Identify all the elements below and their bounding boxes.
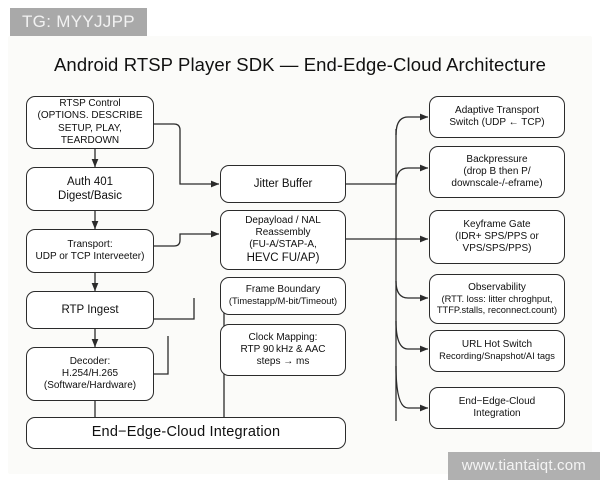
node-clock-mapping[interactable]: Clock Mapping: RTP 90 kHz & AAC steps → … bbox=[220, 324, 346, 376]
node-jitter-buffer[interactable]: Jitter Buffer bbox=[220, 165, 346, 203]
node-line-1: Observability bbox=[468, 281, 526, 293]
node-line-2: (Timestapp/M-bit/Timeout) bbox=[228, 296, 338, 307]
node-line-2: Integration bbox=[473, 408, 521, 419]
node-observability[interactable]: Observability (RTT. loss: litter chroghp… bbox=[429, 274, 565, 324]
node-line-1: RTSP Control bbox=[59, 98, 121, 110]
node-line-2: Reassembly bbox=[255, 226, 311, 238]
node-line-1: End−Edge-Cloud Integration bbox=[91, 424, 281, 441]
node-url-hot-switch[interactable]: URL Hot Switch Recording/Snapshot/AI tag… bbox=[429, 330, 565, 372]
node-line-1: End−Edge-Cloud bbox=[458, 395, 536, 407]
node-line-3: (Software/Hardware) bbox=[43, 380, 137, 392]
node-line-3: (FU-A/STAP-A, bbox=[249, 239, 317, 251]
wire-bus-to-url-hot-switch bbox=[395, 320, 429, 353]
node-line-2: (drop B then P/ bbox=[463, 165, 531, 177]
node-line-1: Clock Mapping: bbox=[248, 331, 318, 343]
node-line-1: RTP Ingest bbox=[61, 303, 119, 316]
node-line-1: Jitter Buffer bbox=[253, 177, 313, 190]
node-keyframe-gate[interactable]: Keyframe Gate (IDR+ SPS/PPS or VPS/SPS/P… bbox=[429, 210, 565, 264]
node-rtsp-control[interactable]: RTSP Control (OPTIONS. DESCRIBE SETUP, P… bbox=[26, 96, 154, 149]
wire-bus-to-adaptive-transport bbox=[395, 113, 429, 136]
node-line-1: Keyframe Gate bbox=[463, 218, 531, 230]
node-decoder[interactable]: Decoder: H.254/H.265 (Software/Hardware) bbox=[26, 347, 154, 401]
node-line-2: (IDR+ SPS/PPS or bbox=[455, 230, 539, 242]
wire-transport-to-depayload bbox=[153, 230, 220, 247]
node-line-3: SETUP, PLAY, TEARDOWN bbox=[58, 122, 122, 146]
tg-handle-badge: TG: MYYJJPP bbox=[10, 8, 147, 37]
node-adaptive-transport-switch[interactable]: Adaptive Transport Switch (UDP ← TCP) bbox=[429, 96, 565, 138]
node-line-1: URL Hot Switch bbox=[461, 339, 533, 351]
node-line-1: Backpressure bbox=[466, 153, 528, 165]
wire-rtsp-to-jitter bbox=[153, 123, 220, 188]
node-line-1: Decoder: bbox=[69, 355, 111, 367]
node-end-edge-cloud-right[interactable]: End−Edge-Cloud Integration bbox=[429, 387, 565, 429]
node-auth-401[interactable]: Auth 401 Digest/Basic bbox=[26, 167, 154, 211]
node-line-2: (OPTIONS. DESCRIBE bbox=[37, 110, 143, 122]
node-line-3: downscale-/-eframe) bbox=[451, 178, 543, 190]
wire-bus-to-end-edge-cloud bbox=[395, 365, 429, 412]
node-line-1: Frame Boundary bbox=[245, 284, 321, 296]
node-end-edge-cloud-integration[interactable]: End−Edge-Cloud Integration bbox=[26, 417, 346, 449]
site-watermark: www.tiantaiqt.com bbox=[447, 452, 600, 480]
node-line-2: Digest/Basic bbox=[58, 190, 122, 202]
wire-bus-to-backpressure bbox=[395, 164, 429, 185]
diagram-canvas: Android RTSP Player SDK — End-Edge-Cloud… bbox=[8, 36, 592, 474]
node-line-1: Transport: bbox=[67, 238, 113, 250]
node-line-2: UDP or TCP Interveeter) bbox=[35, 251, 145, 262]
diagram-title: Android RTSP Player SDK — End-Edge-Cloud… bbox=[53, 54, 547, 75]
node-depayload-nal[interactable]: Depayload / NAL Reassembly (FU-A/STAP-A,… bbox=[220, 210, 346, 270]
wire-bus-to-observability bbox=[395, 280, 429, 302]
node-line-4: HEVC FU/AP) bbox=[246, 252, 320, 265]
node-line-1: Depayload / NAL bbox=[245, 214, 321, 226]
node-line-3: TTFP.stalls, reconnect.count) bbox=[436, 305, 558, 316]
node-transport[interactable]: Transport: UDP or TCP Interveeter) bbox=[26, 229, 154, 273]
node-line-2: Recording/Snapshot/AI tags bbox=[439, 351, 555, 362]
node-line-2: Switch (UDP ← TCP) bbox=[449, 117, 545, 128]
node-frame-boundary[interactable]: Frame Boundary (Timestapp/M-bit/Timeout) bbox=[220, 277, 346, 315]
node-backpressure[interactable]: Backpressure (drop B then P/ downscale-/… bbox=[429, 146, 565, 198]
node-line-2: (RTT. loss: litter chroghput, bbox=[441, 293, 553, 304]
node-line-2: H.254/H.265 bbox=[61, 367, 119, 379]
node-rtp-ingest[interactable]: RTP Ingest bbox=[26, 291, 154, 329]
node-line-2: RTP 90 kHz & AAC bbox=[240, 343, 326, 355]
node-line-1: Auth 401 bbox=[66, 175, 114, 188]
node-line-3: steps → ms bbox=[256, 356, 310, 368]
node-line-3: VPS/SPS/PPS) bbox=[462, 243, 532, 255]
node-line-1: Adaptive Transport bbox=[455, 104, 539, 116]
